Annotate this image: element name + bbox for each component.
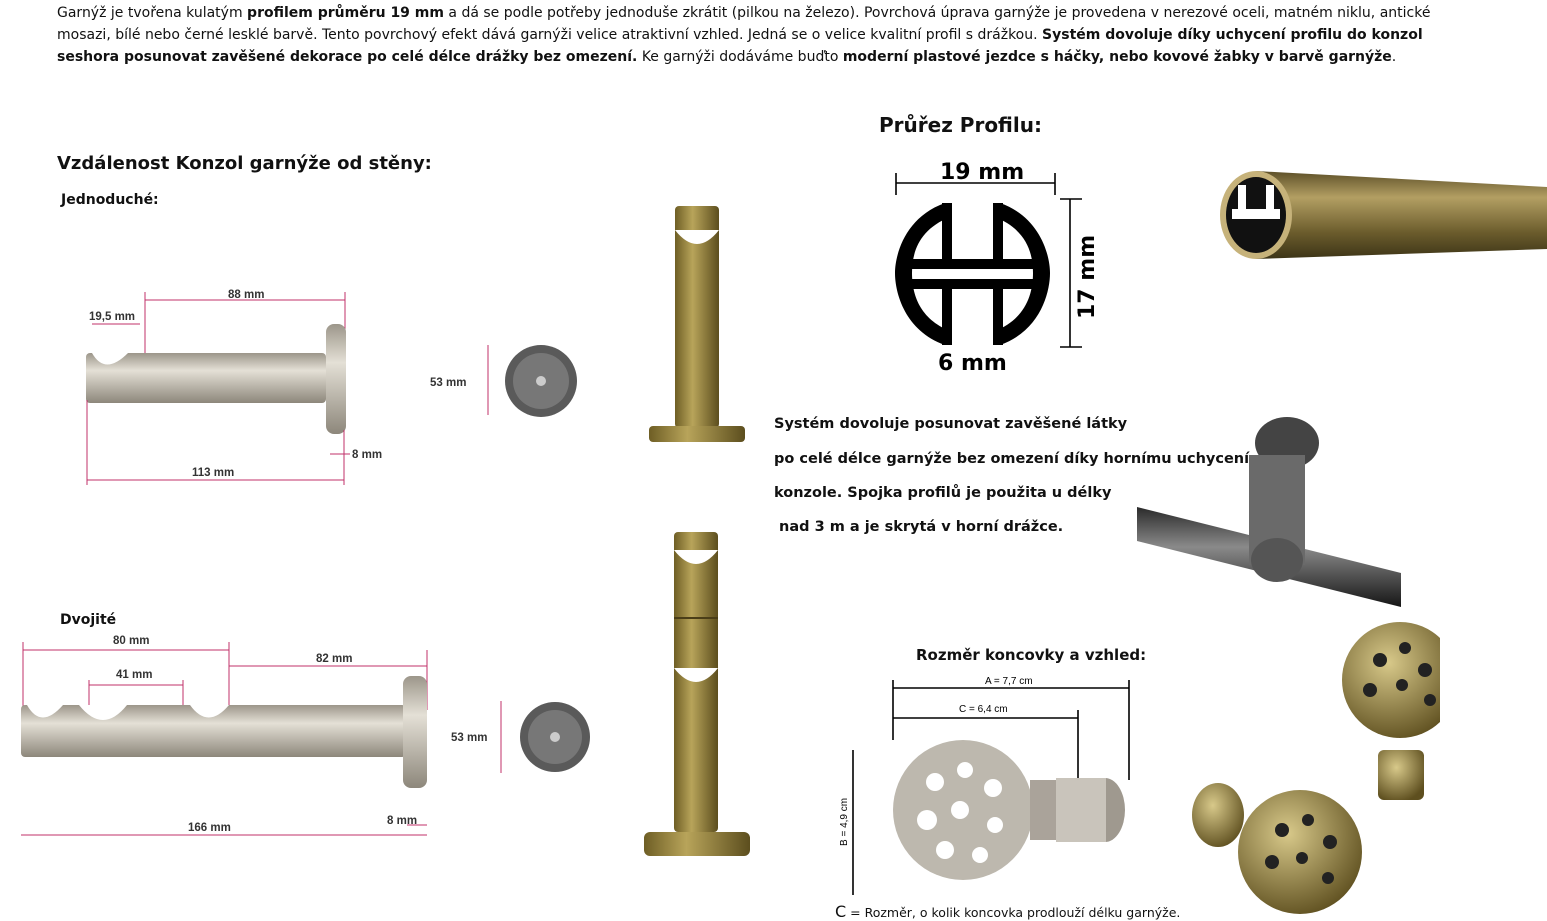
profile-dim-width: 19 mm xyxy=(940,160,1024,185)
finial-dim-c: C = 6,4 cm xyxy=(959,704,1008,715)
single-label: Jednoduché: xyxy=(61,192,159,208)
finial-note: C = Rozměr, o kolik koncovka prodlouží d… xyxy=(835,902,1180,921)
double-bracket-plate xyxy=(403,676,427,788)
intro-text-1: Garnýž je tvořena kulatým xyxy=(57,5,248,21)
intro-bold-1: profilem průměru 19 mm xyxy=(247,5,444,21)
profile-title: Průřez Profilu: xyxy=(879,113,1042,137)
double-brass-bracket xyxy=(644,532,750,856)
rod-profile-image xyxy=(1220,171,1547,259)
system-text-4: nad 3 m a je skrytá v horní drážce. xyxy=(774,519,1064,535)
intro-bold-3: moderní plastové jezdce s háčky, nebo ko… xyxy=(842,49,1392,65)
single-dim-diameter: 53 mm xyxy=(430,377,466,389)
finial-note-text: = Rozměr, o kolik koncovka prodlouží dél… xyxy=(846,905,1181,920)
double-dim-c: 82 mm xyxy=(316,653,352,665)
double-label: Dvojité xyxy=(60,612,117,628)
system-text-3: konzole. Spojka profilů je použita u dél… xyxy=(774,485,1112,501)
single-dim-total: 113 mm xyxy=(192,467,234,479)
profile-dim-gap: 6 mm xyxy=(938,351,1007,375)
single-dim-slot: 88 mm xyxy=(228,289,264,301)
rod-bracket-image xyxy=(1137,417,1401,607)
single-bracket-plate xyxy=(326,324,346,434)
system-text-1: Systém dovoluje posunovat zavěšené látky xyxy=(774,416,1128,432)
intro-text-2: a dá se podle potřeby jednoduše zkrátit … xyxy=(57,5,1431,43)
system-text-2: po celé délce garnýže bez omezení díky h… xyxy=(774,451,1250,467)
section-title: Vzdálenost Konzol garnýže od stěny: xyxy=(57,153,432,174)
single-dim-front: 19,5 mm xyxy=(89,311,135,323)
finial-note-letter: C xyxy=(835,902,847,921)
double-dim-diameter: 53 mm xyxy=(451,732,487,744)
finial-dim-b: B = 4,9 cm xyxy=(839,798,850,846)
finial-dim-a: A = 7,7 cm xyxy=(985,676,1033,687)
intro-text-4: . xyxy=(1391,49,1397,65)
intro-paragraph: Garnýž je tvořena kulatým profilem průmě… xyxy=(57,2,1457,68)
profile-dim-height: 17 mm xyxy=(1075,235,1100,319)
single-base-diagram: 53 mm xyxy=(430,345,577,417)
double-dim-plate: 8 mm xyxy=(387,815,417,827)
single-brass-bracket xyxy=(649,206,745,442)
double-dim-a: 80 mm xyxy=(113,635,149,647)
single-bracket-diagram: 88 mm 19,5 mm 113 mm 8 mm xyxy=(86,289,382,485)
single-bracket-tube xyxy=(86,353,326,403)
finial-diagram: A = 7,7 cm C = 6,4 cm B = 4,9 cm xyxy=(839,676,1130,895)
intro-text-3: Ke garnýži dodáváme buďto xyxy=(637,49,843,65)
finial-title: Rozměr koncovky a vzhled: xyxy=(916,646,1147,664)
double-dim-b: 41 mm xyxy=(116,669,152,681)
finial-photo-ball-1 xyxy=(1342,622,1440,738)
profile-cross-section: 19 mm 17 mm 6 mm xyxy=(895,160,1100,375)
finial-photos xyxy=(1192,622,1440,914)
double-bracket-tube xyxy=(21,705,406,757)
double-bracket-diagram: 80 mm 41 mm 82 mm 166 mm 8 mm xyxy=(21,635,428,836)
single-dim-plate: 8 mm xyxy=(352,449,382,461)
double-base-diagram: 53 mm xyxy=(451,701,590,773)
intro-bold-2: Systém dovoluje díky uchycení profilu do… xyxy=(57,27,1423,65)
double-dim-total: 166 mm xyxy=(188,822,231,834)
finial-photo-ball-2 xyxy=(1238,790,1362,914)
